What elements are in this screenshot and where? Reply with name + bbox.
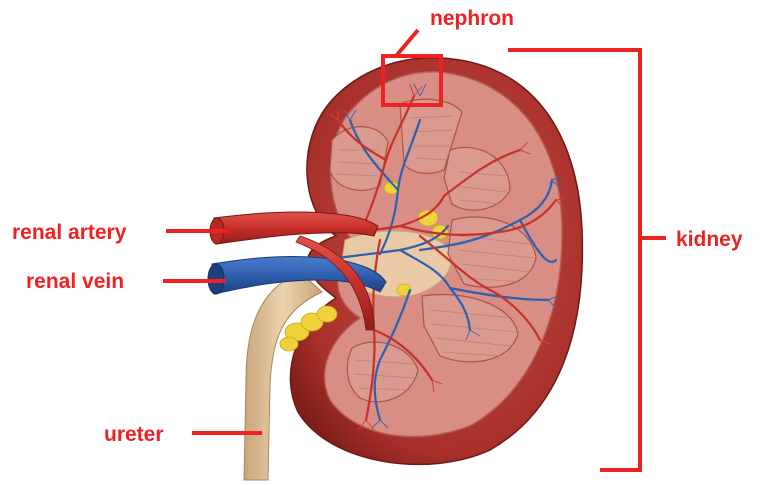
kidney-label: kidney (676, 228, 743, 251)
nephron-pointer-line (396, 30, 418, 56)
renal-vein-label: renal vein (26, 270, 124, 293)
renal-artery-label: renal artery (12, 221, 127, 244)
nephron-label: nephron (430, 7, 514, 30)
ureter-label: ureter (104, 423, 164, 446)
